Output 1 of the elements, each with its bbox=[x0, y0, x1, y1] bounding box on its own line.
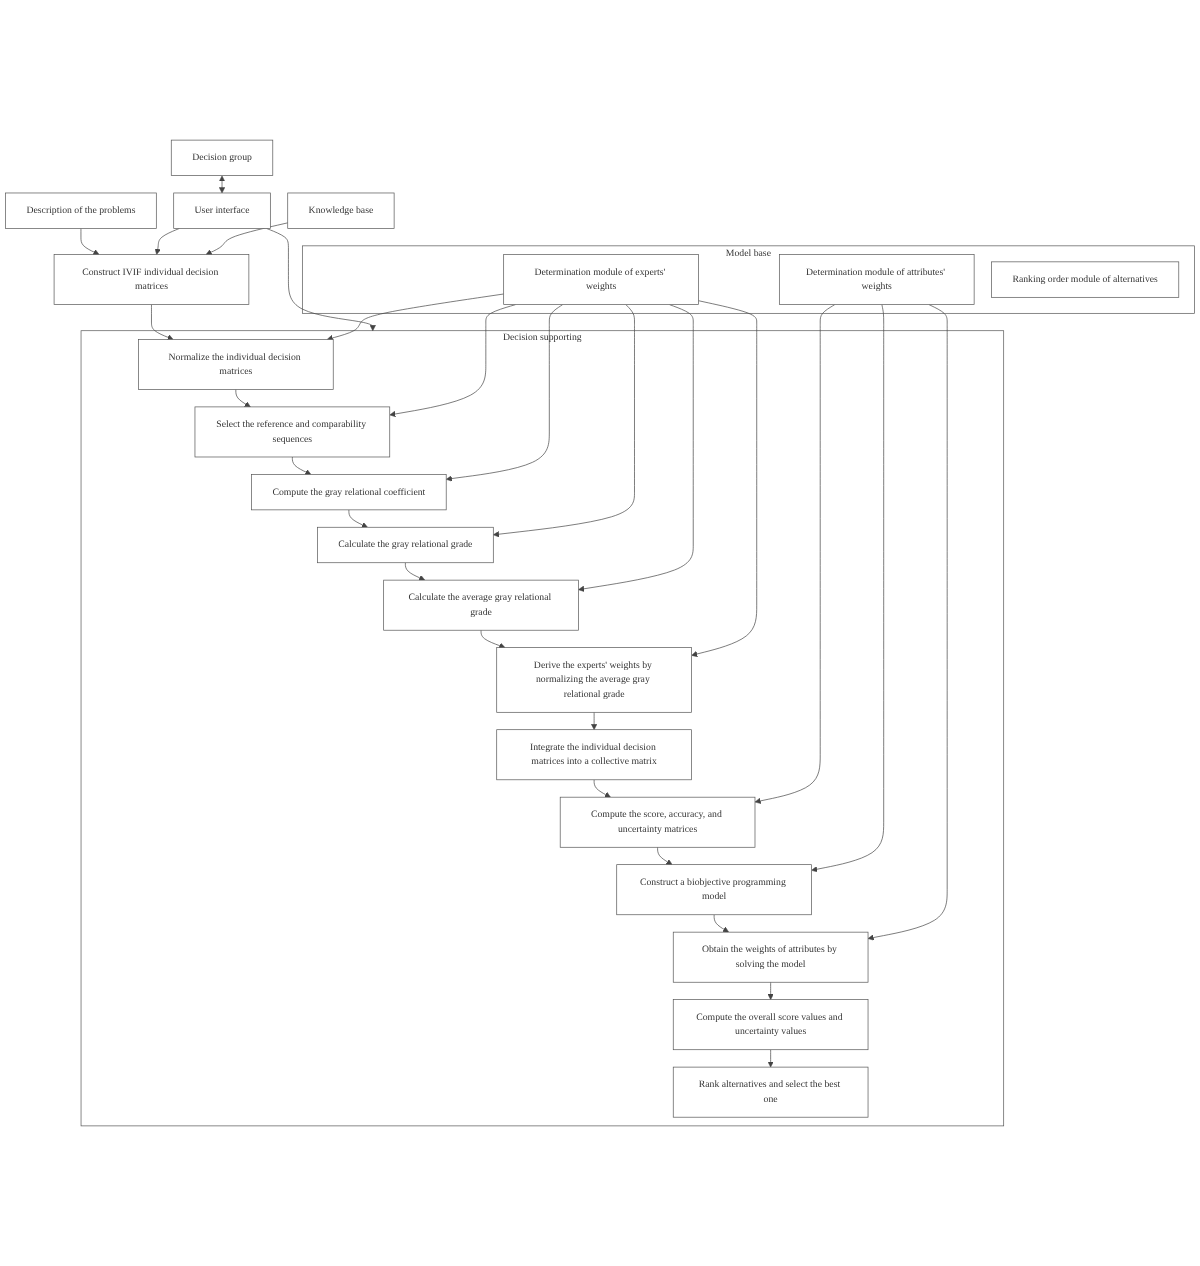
arrow bbox=[218, 175, 226, 194]
